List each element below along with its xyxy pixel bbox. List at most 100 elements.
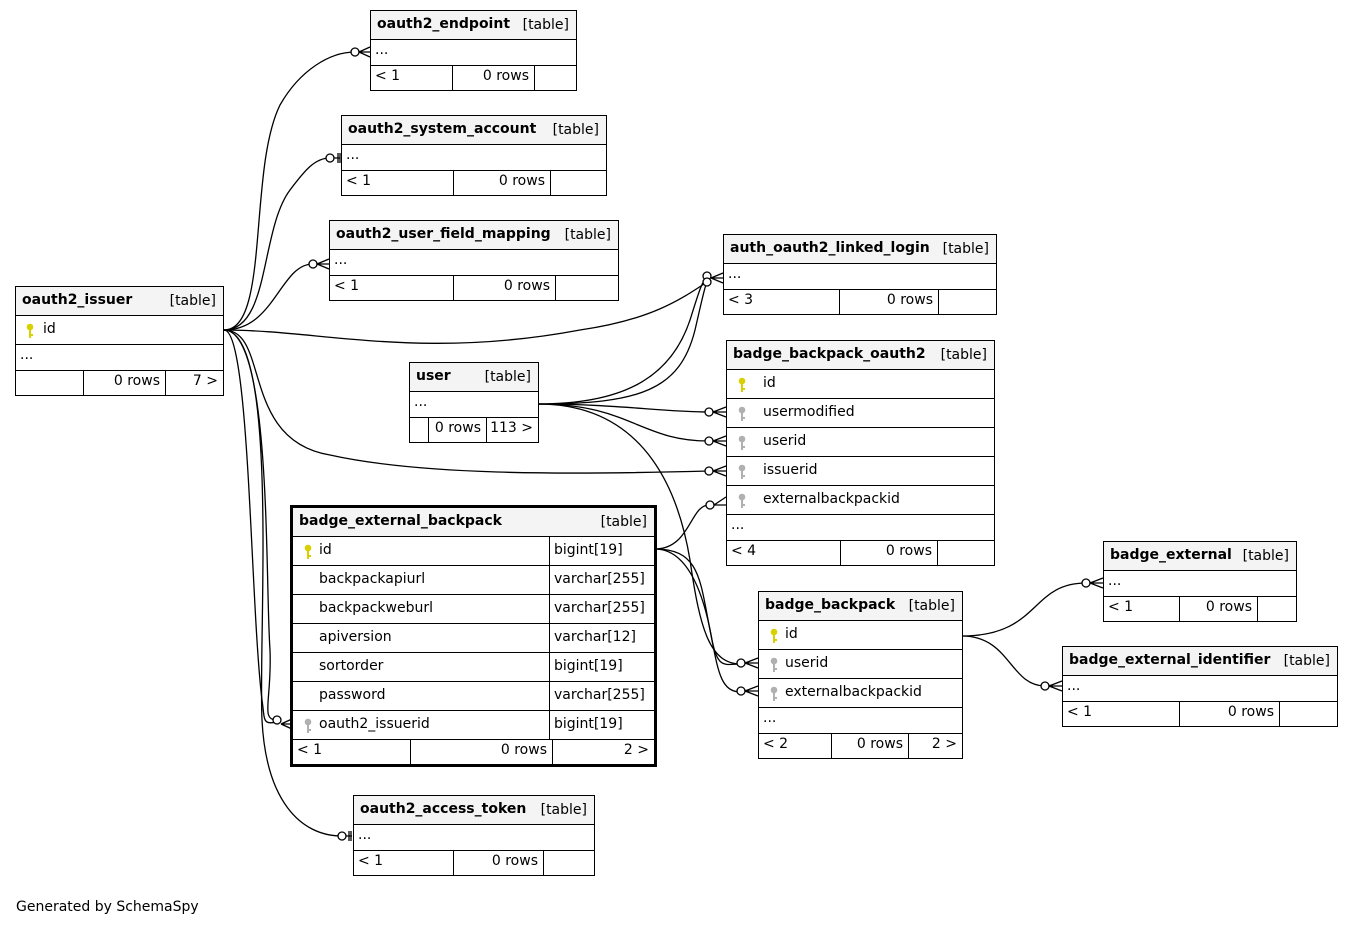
table-footer: < 2 0 rows 2 > <box>759 734 962 758</box>
parents-count: < 2 <box>763 736 789 752</box>
column-row: externalbackpackid <box>727 486 994 515</box>
column-type: varchar[255] <box>554 687 645 703</box>
column-name: userid <box>763 433 807 449</box>
row-count: 0 rows <box>498 173 545 189</box>
table-type: [table] <box>484 369 531 385</box>
link-backpack-badge-external <box>961 582 1087 637</box>
link-user-linked-login-2 <box>537 281 708 405</box>
column-type: varchar[255] <box>554 600 645 616</box>
ellipsis-row: ... <box>371 40 576 66</box>
table-name: badge_backpack_oauth2 <box>733 346 926 362</box>
table-badge-external[interactable]: badge_external [table] ... < 1 0 rows <box>1103 541 1297 622</box>
row-count: 0 rows <box>886 292 933 308</box>
table-oauth2-access-token[interactable]: oauth2_access_token [table] ... < 1 0 ro… <box>353 795 595 876</box>
table-badge-backpack-oauth2[interactable]: badge_backpack_oauth2 [table] id usermod… <box>726 340 995 566</box>
column-row: id <box>759 621 962 650</box>
children-count: 7 > <box>192 373 218 389</box>
table-footer: < 1 0 rows <box>1063 702 1337 726</box>
parents-count: < 3 <box>728 292 754 308</box>
table-type: [table] <box>522 17 569 33</box>
table-name: user <box>416 368 451 384</box>
column-name: externalbackpackid <box>785 684 922 700</box>
table-name: badge_external_backpack <box>299 513 502 529</box>
table-oauth2-issuer[interactable]: oauth2_issuer [table] id ... 0 rows 7 > <box>15 286 224 396</box>
link-issuer-backpack-oauth2 <box>223 329 710 474</box>
foreign-key-icon <box>738 435 746 450</box>
table-user[interactable]: user [table] ... 0 rows 113 > <box>409 362 539 443</box>
column-name: id <box>43 321 56 337</box>
link-issuer-system-account <box>223 157 331 331</box>
column-name: oauth2_issuerid <box>319 716 430 732</box>
table-name: oauth2_system_account <box>348 121 537 137</box>
column-type: varchar[255] <box>554 571 645 587</box>
parents-count: < 1 <box>1067 704 1093 720</box>
parents-count: < 1 <box>375 68 401 84</box>
table-badge-backpack[interactable]: badge_backpack [table] id userid externa… <box>758 591 963 759</box>
column-row: backpackweburl varchar[255] <box>293 595 654 624</box>
table-header: oauth2_system_account [table] <box>342 116 606 145</box>
ellipsis-row: ... <box>16 345 223 371</box>
column-name: userid <box>785 655 829 671</box>
row-count: 0 rows <box>482 68 529 84</box>
column-row: apiversion varchar[12] <box>293 624 654 653</box>
table-header: badge_external_identifier [table] <box>1063 647 1337 676</box>
parents-count: < 1 <box>334 278 360 294</box>
generated-by-credit: Generated by SchemaSpy <box>16 899 199 915</box>
column-row: id <box>727 370 994 399</box>
link-issuer-access-token <box>223 329 343 837</box>
ellipsis-row: ... <box>1104 571 1296 597</box>
children-count: 113 > <box>490 420 533 436</box>
column-type: varchar[12] <box>554 629 636 645</box>
link-issuer-user-field-mapping <box>223 263 314 331</box>
table-header: auth_oauth2_linked_login [table] <box>724 235 996 264</box>
foreign-key-icon <box>770 657 778 672</box>
link-issuer-linked-login <box>223 281 708 344</box>
children-count: 2 > <box>623 742 649 758</box>
parents-count: < 1 <box>1108 599 1134 615</box>
table-name: badge_external_identifier <box>1069 652 1271 668</box>
primary-key-icon <box>26 323 34 338</box>
table-oauth2-system-account[interactable]: oauth2_system_account [table] ... < 1 0 … <box>341 115 607 196</box>
table-footer: < 1 0 rows <box>371 66 576 90</box>
column-name: backpackweburl <box>319 600 434 616</box>
table-footer: 0 rows 7 > <box>16 371 223 395</box>
table-footer: < 1 0 rows <box>354 851 594 875</box>
primary-key-icon <box>770 628 778 643</box>
column-row: externalbackpackid <box>759 679 962 708</box>
row-count: 0 rows <box>491 853 538 869</box>
table-header: oauth2_endpoint [table] <box>371 11 576 40</box>
column-name: externalbackpackid <box>763 491 900 507</box>
table-header: badge_backpack [table] <box>759 592 962 621</box>
table-name: oauth2_user_field_mapping <box>336 226 551 242</box>
table-name: badge_backpack <box>765 597 896 613</box>
row-count: 0 rows <box>500 742 547 758</box>
table-header: user [table] <box>410 363 538 392</box>
row-count: 0 rows <box>856 736 903 752</box>
column-row: id <box>16 316 223 345</box>
foreign-key-icon <box>770 686 778 701</box>
column-row: id bigint[19] <box>293 537 654 566</box>
link-backpack-external-identifier <box>961 635 1046 687</box>
table-name: oauth2_access_token <box>360 801 527 817</box>
table-footer: 0 rows 113 > <box>410 418 538 442</box>
column-row: userid <box>759 650 962 679</box>
table-header: badge_external [table] <box>1104 542 1296 571</box>
table-oauth2-user-field-mapping[interactable]: oauth2_user_field_mapping [table] ... < … <box>329 220 619 301</box>
column-name: sortorder <box>319 658 384 674</box>
link-extbp-badge-backpack <box>654 548 742 693</box>
parents-count: < 1 <box>346 173 372 189</box>
link-user-userid <box>537 403 710 442</box>
link-extbp-backpack-oauth2 <box>654 504 710 550</box>
table-type: [table] <box>908 598 955 614</box>
table-auth-oauth2-linked-login[interactable]: auth_oauth2_linked_login [table] ... < 3… <box>723 234 997 315</box>
table-oauth2-endpoint[interactable]: oauth2_endpoint [table] ... < 1 0 rows <box>370 10 577 91</box>
column-row: backpackapiurl varchar[255] <box>293 566 654 595</box>
column-name: id <box>785 626 798 642</box>
table-badge-external-backpack[interactable]: badge_external_backpack [table] id bigin… <box>290 505 657 767</box>
table-badge-external-identifier[interactable]: badge_external_identifier [table] ... < … <box>1062 646 1338 727</box>
table-header: badge_external_backpack [table] <box>293 508 654 537</box>
table-footer: < 1 0 rows 2 > <box>293 740 654 764</box>
table-footer: < 3 0 rows <box>724 290 996 314</box>
row-count: 0 rows <box>1205 599 1252 615</box>
